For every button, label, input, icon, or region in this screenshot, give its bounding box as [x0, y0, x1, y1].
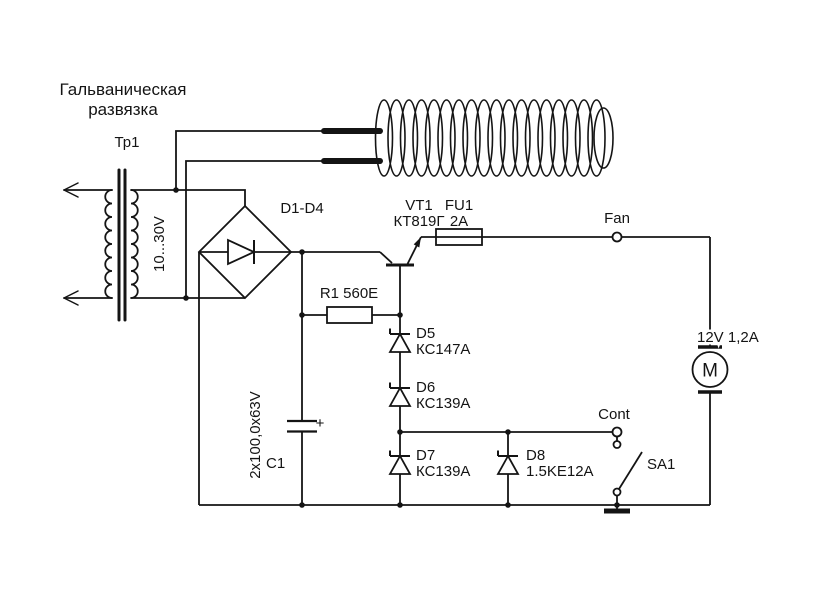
galvanic-isolation-heading: Гальваническая развязка	[60, 80, 187, 119]
d7-ref-label: D7	[416, 447, 435, 464]
mains-arrow-top-icon	[63, 182, 79, 198]
fuse-fu1-body	[435, 228, 483, 246]
bridge-label: D1-D4	[280, 200, 323, 217]
heater-wire-bottom	[185, 160, 324, 298]
c1-ref-label: C1	[266, 455, 285, 472]
capacitor-c1: + C1 2x100,0x63V	[247, 252, 325, 505]
c1-value-label: 2x100,0x63V	[247, 391, 264, 479]
d5-ref-label: D5	[416, 325, 435, 342]
secondary-winding	[130, 189, 139, 299]
junction-dots	[173, 187, 620, 508]
heater-coil	[374, 99, 614, 177]
d6-type-label: КС139А	[416, 395, 470, 412]
d6-ref-label: D6	[416, 379, 435, 396]
primary-leads	[63, 189, 113, 299]
d8-type-label: 1.5KE12A	[526, 463, 594, 480]
output-rail: FU1 2A Fan	[421, 197, 710, 246]
dc-wiring	[198, 251, 710, 506]
tvs-d8: D8 1.5KE12A	[496, 432, 594, 505]
sa1-bottom-contact	[612, 487, 622, 497]
mains-arrow-bottom-icon	[63, 290, 79, 306]
c1-polarity-label: +	[316, 415, 325, 432]
zener-chain: D5 КС147А D6 КС139А D7 КС139А	[388, 315, 470, 505]
fan-label: Fan	[604, 210, 630, 227]
d5-triangle-icon	[388, 332, 412, 353]
heater-wire-top	[175, 130, 324, 190]
heater-rods	[321, 128, 383, 164]
resistor-r1: R1 560E	[302, 285, 400, 324]
secondary-voltage-label: 10...30V	[151, 216, 168, 272]
fu1-ref-label: FU1	[445, 197, 473, 214]
fan-motor: M 12V 1,2A	[691, 237, 761, 505]
sa1-lever	[618, 451, 643, 490]
transistor-vt1: VT1 КТ819Г	[379, 197, 445, 315]
heading-line2: развязка	[88, 100, 158, 119]
vt1-ref-label: VT1	[405, 197, 433, 214]
d7-type-label: КС139А	[416, 463, 470, 480]
transformer-tp1: Тр1 10...30V	[63, 134, 168, 322]
heater-element	[321, 99, 614, 177]
zener-d7: D7 КС139А	[388, 447, 470, 480]
emitter-arrow-icon	[413, 237, 421, 248]
bridge-rectifier-d1-d4: D1-D4	[197, 200, 324, 300]
ground-rail	[198, 252, 710, 506]
transformer-core	[117, 168, 127, 322]
fu1-rating-label: 2A	[450, 213, 468, 230]
d8-ref-label: D8	[526, 447, 545, 464]
zener-d6: D6 КС139А	[388, 379, 470, 412]
heater-tip	[593, 107, 614, 169]
switch-sa1: SA1	[604, 436, 675, 514]
secondary-top-wire	[131, 189, 246, 206]
d6-triangle-icon	[388, 386, 412, 407]
d8-triangle-icon	[496, 454, 520, 475]
d5-type-label: КС147А	[416, 341, 470, 358]
fan-terminal	[611, 231, 623, 243]
motor-rating-label: 12V 1,2A	[697, 329, 759, 346]
bridge-diamond	[197, 204, 293, 300]
d7-triangle-icon	[388, 454, 412, 475]
r1-label: R1 560E	[320, 285, 378, 302]
c1-plates	[287, 419, 317, 433]
vt1-type-label: КТ819Г	[393, 213, 444, 230]
primary-winding	[104, 189, 113, 299]
transformer-label: Тр1	[114, 134, 139, 151]
cont-terminal	[611, 426, 623, 438]
motor-body	[691, 351, 729, 388]
bridge-diode-triangle-icon	[227, 238, 257, 266]
sa1-label: SA1	[647, 456, 675, 473]
control-branch: Cont D8 1.5KE12A SA1	[400, 406, 675, 514]
sa1-top-contact	[612, 440, 622, 449]
zener-d5: D5 КС147А	[388, 325, 470, 358]
cont-label: Cont	[598, 406, 631, 423]
r1-body	[326, 306, 373, 324]
motor-letter: M	[702, 361, 718, 382]
collector-lead	[379, 251, 393, 264]
heading-line1: Гальваническая	[60, 80, 187, 99]
